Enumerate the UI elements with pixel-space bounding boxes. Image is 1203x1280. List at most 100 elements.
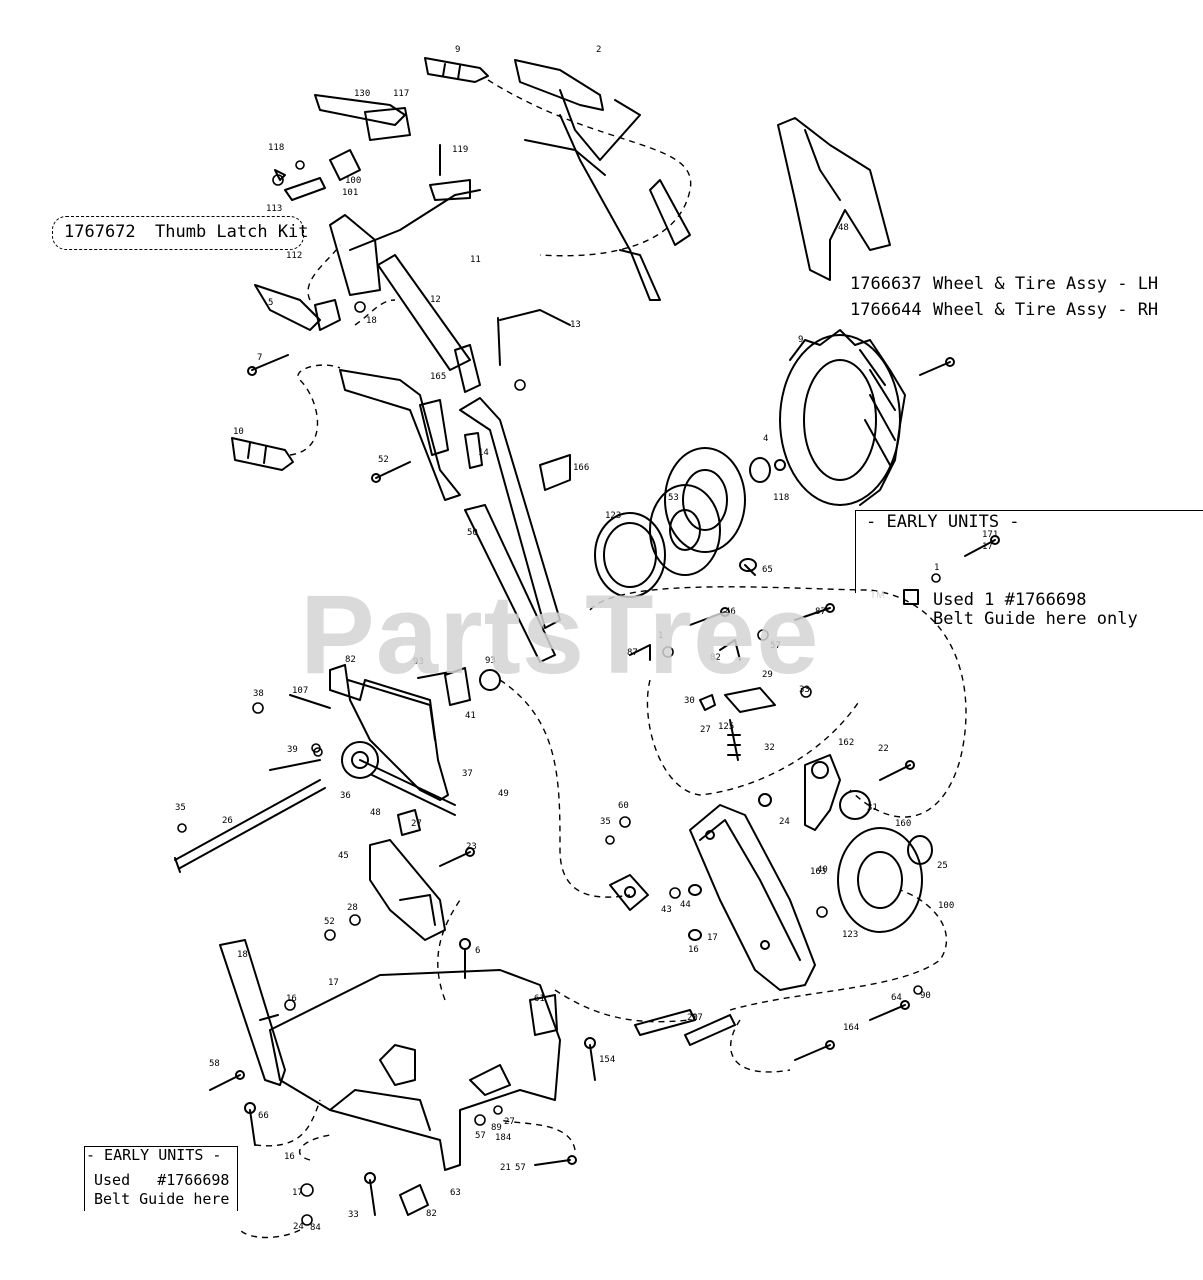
callout-number: 160 bbox=[895, 819, 911, 829]
callout-number: 123 bbox=[605, 511, 621, 521]
wheel-tire bbox=[779, 329, 906, 506]
callout-number: 35 bbox=[600, 817, 611, 827]
base-frame bbox=[219, 939, 736, 1216]
handle-tubes bbox=[339, 254, 571, 663]
callout-number: 41 bbox=[465, 711, 476, 721]
bolts bbox=[209, 354, 1000, 1216]
callout-number: 49 bbox=[498, 789, 509, 799]
callout-number: 46 bbox=[725, 607, 736, 617]
callout-number: 117 bbox=[393, 89, 409, 99]
early-units-left-line2: Belt Guide here bbox=[94, 1190, 230, 1208]
callout-number: 43 bbox=[661, 905, 672, 915]
callout-number: 22 bbox=[878, 744, 889, 754]
kit-name: Thumb Latch Kit bbox=[155, 222, 309, 242]
callout-number: 18 bbox=[366, 316, 377, 326]
callout-number: 166 bbox=[573, 463, 589, 473]
shield-guard bbox=[777, 117, 891, 281]
callout-number: 17 bbox=[692, 1013, 703, 1023]
callout-number: 89 bbox=[491, 1123, 502, 1133]
callout-number: 4 bbox=[763, 434, 768, 444]
callout-number: 90 bbox=[920, 991, 931, 1001]
callout-number: 154 bbox=[599, 1055, 615, 1065]
callout-number: 93 bbox=[485, 656, 496, 666]
callout-number: 1 bbox=[934, 563, 939, 573]
callout-number: 9 bbox=[798, 335, 803, 345]
callout-number: 82 bbox=[345, 655, 356, 665]
callout-number: 16 bbox=[286, 994, 297, 1004]
callout-number: 30 bbox=[684, 696, 695, 706]
wheel-assy-lh-number: 1766637 bbox=[850, 274, 922, 294]
callout-number: 5 bbox=[268, 298, 273, 308]
callout-number: 18 bbox=[237, 950, 248, 960]
callout-number: 165 bbox=[430, 372, 446, 382]
early-units-left-frame bbox=[84, 1146, 238, 1211]
belt-guide-brackets bbox=[629, 589, 919, 761]
watermark-tm: TM bbox=[870, 590, 885, 601]
kit-number: 1767672 bbox=[64, 222, 136, 242]
callout-number: 100 bbox=[938, 901, 954, 911]
callout-number: 87 bbox=[627, 648, 638, 658]
callout-number: 7 bbox=[257, 353, 262, 363]
callout-number: 24 bbox=[779, 817, 790, 827]
callout-number: 107 bbox=[292, 686, 308, 696]
callout-number: 58 bbox=[209, 1059, 220, 1069]
latch-assembly bbox=[254, 94, 481, 331]
callout-number: 10 bbox=[233, 427, 244, 437]
callout-number: 130 bbox=[354, 89, 370, 99]
callout-number: 37 bbox=[462, 769, 473, 779]
callout-number: 36 bbox=[340, 791, 351, 801]
callout-number: 16 bbox=[284, 1152, 295, 1162]
handle-grip-left bbox=[231, 437, 294, 471]
callout-number: 33 bbox=[348, 1210, 359, 1220]
callout-number: 11 bbox=[470, 255, 481, 265]
callout-number: 35 bbox=[175, 803, 186, 813]
callout-number: 118 bbox=[773, 493, 789, 503]
wheel-assy-rh-number: 1766644 bbox=[850, 300, 922, 320]
early-units-left-line1: Used #1766698 bbox=[94, 1171, 230, 1189]
callout-number: 60 bbox=[618, 801, 629, 811]
callout-number: 14 bbox=[478, 448, 489, 458]
callout-number: 101 bbox=[342, 188, 358, 198]
callout-number: 119 bbox=[452, 145, 468, 155]
callout-number: 84 bbox=[310, 1223, 321, 1233]
callout-number: 45 bbox=[338, 851, 349, 861]
wheel-assy-lh-name: Wheel & Tire Assy - LH bbox=[933, 274, 1159, 294]
callout-number: 17 bbox=[707, 933, 718, 943]
callout-number: 52 bbox=[378, 455, 389, 465]
callout-number: 164 bbox=[843, 1023, 859, 1033]
handlebar-right-upper bbox=[514, 59, 691, 301]
callout-number: 6 bbox=[475, 946, 480, 956]
early-units-left-title: - EARLY UNITS - bbox=[86, 1146, 222, 1164]
callout-number: 39 bbox=[287, 745, 298, 755]
callout-number: 65 bbox=[762, 565, 773, 575]
callout-number: 27 bbox=[504, 1117, 515, 1127]
callout-number: 16 bbox=[688, 945, 699, 955]
callout-number: 52 bbox=[324, 917, 335, 927]
chain-case bbox=[609, 804, 816, 991]
callout-number: 113 bbox=[266, 204, 282, 214]
idler-assembly bbox=[758, 754, 933, 933]
callout-number: 87 bbox=[815, 607, 826, 617]
callout-number: 29 bbox=[762, 670, 773, 680]
callout-number: 93 bbox=[413, 657, 424, 667]
callout-number: 100 bbox=[345, 176, 361, 186]
callout-number: 66 bbox=[258, 1111, 269, 1121]
callout-number: 20 bbox=[687, 1013, 698, 1023]
callout-number: 33 bbox=[799, 685, 810, 695]
callout-number: 64 bbox=[891, 993, 902, 1003]
callout-number: 50 bbox=[467, 528, 478, 538]
callout-number: 48 bbox=[838, 223, 849, 233]
callout-number: 44 bbox=[680, 900, 691, 910]
callout-number: 118 bbox=[268, 143, 284, 153]
callout-number: 9 bbox=[455, 45, 460, 55]
hardware-washers bbox=[177, 160, 941, 1226]
callout-number: 57 bbox=[475, 1131, 486, 1141]
callout-number: 17 bbox=[328, 978, 339, 988]
callout-number: 21 bbox=[500, 1163, 511, 1173]
callout-number: 28 bbox=[347, 903, 358, 913]
callout-number: 57 bbox=[770, 641, 781, 651]
early-units-right-line1: Used 1 #1766698 bbox=[933, 590, 1087, 610]
callout-number: 163 bbox=[810, 867, 826, 877]
callout-number: 82 bbox=[426, 1209, 437, 1219]
callout-number: 82 bbox=[710, 653, 721, 663]
